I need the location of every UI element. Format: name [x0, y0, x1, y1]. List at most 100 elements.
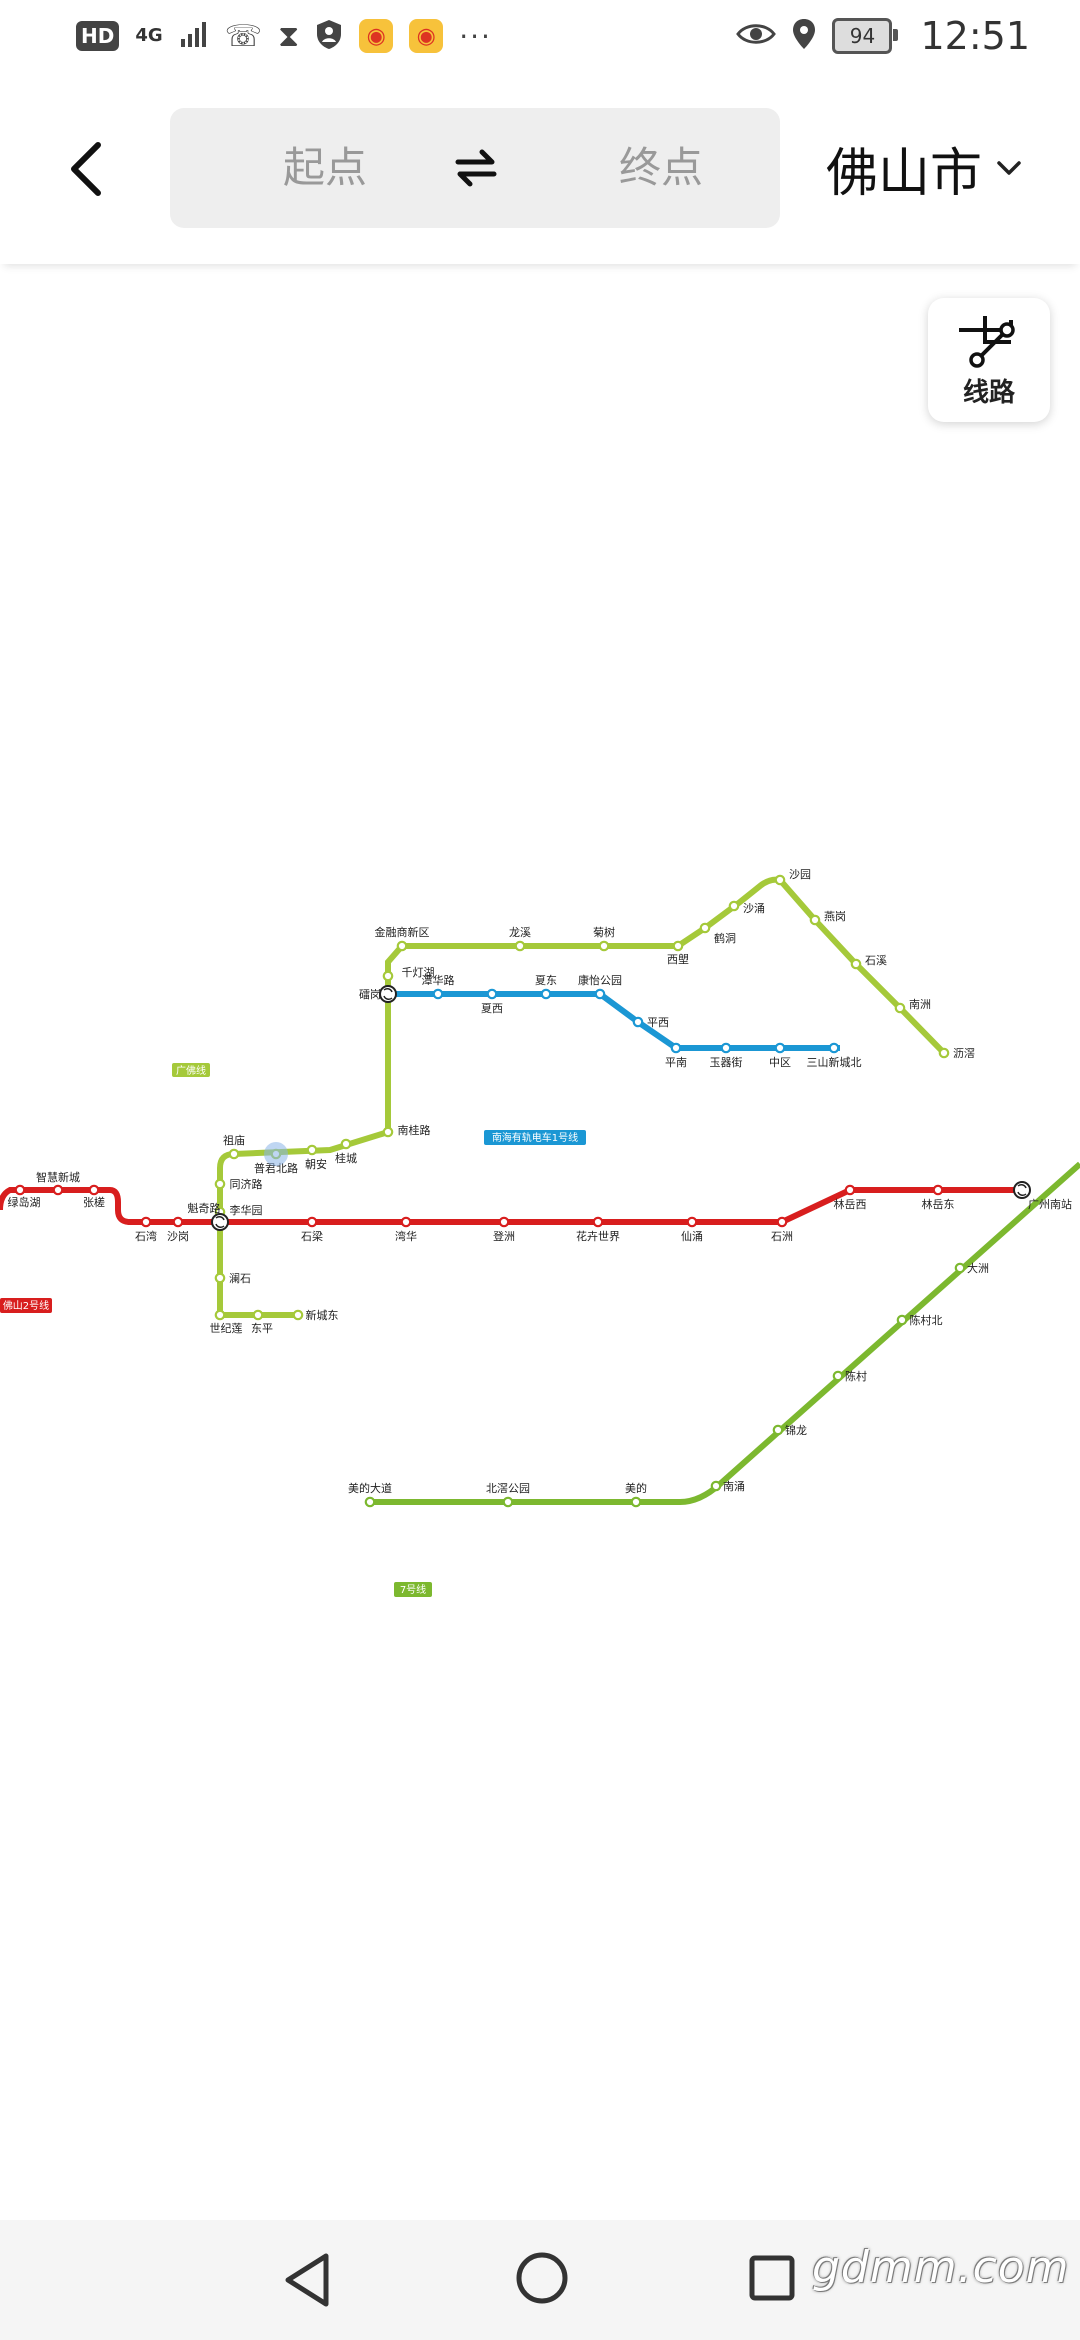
eye-icon [736, 21, 777, 51]
station-dongping[interactable] [252, 1309, 264, 1321]
station-shayuan[interactable] [774, 874, 786, 886]
lines-button[interactable]: 线路 [928, 298, 1050, 422]
station-meidi[interactable] [630, 1496, 642, 1508]
guangfo-tag-text: 广佛线 [176, 1064, 206, 1077]
station-label-shixi: 石溪 [865, 954, 887, 967]
line7-line-tag[interactable]: 7号线 [394, 1582, 432, 1597]
station-chencunbei[interactable] [896, 1314, 908, 1326]
line2-line-tag[interactable]: 佛山2号线 [0, 1298, 52, 1313]
swap-button[interactable] [438, 134, 514, 202]
station-yujie[interactable] [720, 1042, 732, 1054]
status-bar: HD 4G ☏ ⧗ ◉ ◉ ··· 94 12:51 [0, 0, 1080, 72]
metro-map-canvas[interactable]: 金融商新区龙溪菊树西塱鹤洞沙涌沙园燕岗石溪南洲沥滘千灯湖南桂路桂城朝安普君北路祖… [0, 270, 1080, 2220]
station-label-shachong: 沙涌 [743, 902, 765, 915]
station-linyuedong[interactable] [932, 1184, 944, 1196]
back-chevron-icon [71, 142, 101, 196]
station-label-meididatong: 美的大道 [348, 1481, 392, 1495]
station-nanzhou[interactable] [894, 1002, 906, 1014]
city-selector[interactable]: 佛山市 [826, 130, 1022, 206]
line7-track [370, 1161, 1080, 1505]
station-xilang[interactable] [672, 940, 684, 952]
station-xiaxi[interactable] [486, 988, 498, 1000]
station-zhongqu[interactable] [774, 1042, 786, 1054]
station-chencun[interactable] [832, 1370, 844, 1382]
station-lijiao[interactable] [938, 1047, 950, 1059]
tram1-track [388, 991, 840, 1051]
station-jinrong[interactable] [396, 940, 408, 952]
station-label-gznan: 广州南站 [1028, 1197, 1072, 1211]
interchange-gznan-icon[interactable] [1013, 1181, 1031, 1199]
station-shachong[interactable] [728, 900, 740, 912]
station-huahui[interactable] [592, 1216, 604, 1228]
station-pingxi[interactable] [632, 1016, 644, 1028]
station-dengzhou[interactable] [498, 1216, 510, 1228]
station-label-helong: 鹤洞 [714, 931, 736, 945]
station-label-kuiqi: 魁奇路 [188, 1201, 221, 1215]
station-meididatong[interactable] [364, 1496, 376, 1508]
station-jushu[interactable] [598, 940, 610, 952]
station-jinlong[interactable] [772, 1424, 784, 1436]
station-label-linyuedong: 林岳东 [922, 1197, 955, 1211]
station-shagang[interactable] [172, 1216, 184, 1228]
station-label-jinrong: 金融商新区 [375, 925, 430, 939]
start-point-input[interactable]: 起点 [282, 143, 367, 192]
station-shixi[interactable] [850, 958, 862, 970]
station-label-lijiao: 沥滘 [953, 1047, 975, 1060]
station-lanshi[interactable] [214, 1272, 226, 1284]
interchange-leigang-icon[interactable] [379, 985, 397, 1003]
station-label-zhangcha: 张槎 [83, 1195, 105, 1209]
station-guicheng[interactable] [340, 1138, 352, 1150]
station-zumiao[interactable] [228, 1148, 240, 1160]
station-beijiao[interactable] [502, 1496, 514, 1508]
end-point-input[interactable]: 终点 [618, 143, 703, 192]
nav-back-icon[interactable] [282, 2250, 334, 2310]
station-linyuexi[interactable] [844, 1184, 856, 1196]
station-huaxi[interactable] [432, 988, 444, 1000]
tram1-tag-text: 南海有轨电车1号线 [492, 1131, 578, 1144]
station-nanyong[interactable] [710, 1480, 722, 1492]
station-shiwan[interactable] [140, 1216, 152, 1228]
nav-home-icon[interactable] [514, 2250, 570, 2306]
station-xianyong[interactable] [686, 1216, 698, 1228]
station-tongjilu[interactable] [214, 1178, 226, 1190]
station-label-tongjilu: 同济路 [230, 1177, 263, 1191]
chevron-down-icon [997, 161, 1021, 175]
station-wanhua[interactable] [400, 1216, 412, 1228]
station-xinchengdong[interactable] [292, 1309, 304, 1321]
station-sanshan[interactable] [828, 1042, 840, 1054]
system-nav-bar: gdmm.com [0, 2220, 1080, 2340]
stations-layer[interactable] [14, 874, 1028, 1508]
back-button[interactable] [58, 134, 114, 204]
metro-map[interactable]: 金融商新区龙溪菊树西塱鹤洞沙涌沙园燕岗石溪南洲沥滘千灯湖南桂路桂城朝安普君北路祖… [0, 270, 1080, 2220]
more-dots-icon: ··· [459, 19, 492, 53]
tram1-line-tag[interactable]: 南海有轨电车1号线 [484, 1130, 586, 1145]
station-helong[interactable] [699, 922, 711, 934]
station-label-yanggang: 燕岗 [824, 910, 846, 923]
station-zhangcha[interactable] [88, 1184, 100, 1196]
nav-recent-icon[interactable] [748, 2254, 796, 2302]
station-label-leigang: 礌岗 [359, 988, 381, 1001]
interchange-kuiqi-icon[interactable] [211, 1213, 229, 1231]
station-zhihui[interactable] [52, 1184, 64, 1196]
station-chaoan[interactable] [306, 1144, 318, 1156]
station-nanguilu[interactable] [382, 1126, 394, 1138]
guangfo-line-tag[interactable]: 广佛线 [172, 1063, 210, 1077]
station-label-chaoan: 朝安 [305, 1157, 327, 1171]
location-pin-icon [792, 18, 816, 54]
station-shizhou[interactable] [776, 1216, 788, 1228]
station-qiandeng[interactable] [382, 970, 394, 982]
station-dazhou[interactable] [954, 1262, 966, 1274]
station-label-shagang: 沙岗 [167, 1230, 189, 1243]
station-xiadong[interactable] [540, 988, 552, 1000]
station-yanggang[interactable] [809, 914, 821, 926]
station-kangyi[interactable] [594, 988, 606, 1000]
station-shiliang[interactable] [306, 1216, 318, 1228]
station-shijilian[interactable] [214, 1309, 226, 1321]
station-label-nanzhou: 南洲 [909, 998, 931, 1011]
station-pingnan[interactable] [670, 1042, 682, 1054]
station-lvdaohu[interactable] [14, 1184, 26, 1196]
station-label-zhihui: 智慧新城 [36, 1170, 80, 1184]
route-line-icon [959, 316, 1015, 368]
station-label-meidi: 美的 [625, 1481, 647, 1495]
station-longxi[interactable] [514, 940, 526, 952]
